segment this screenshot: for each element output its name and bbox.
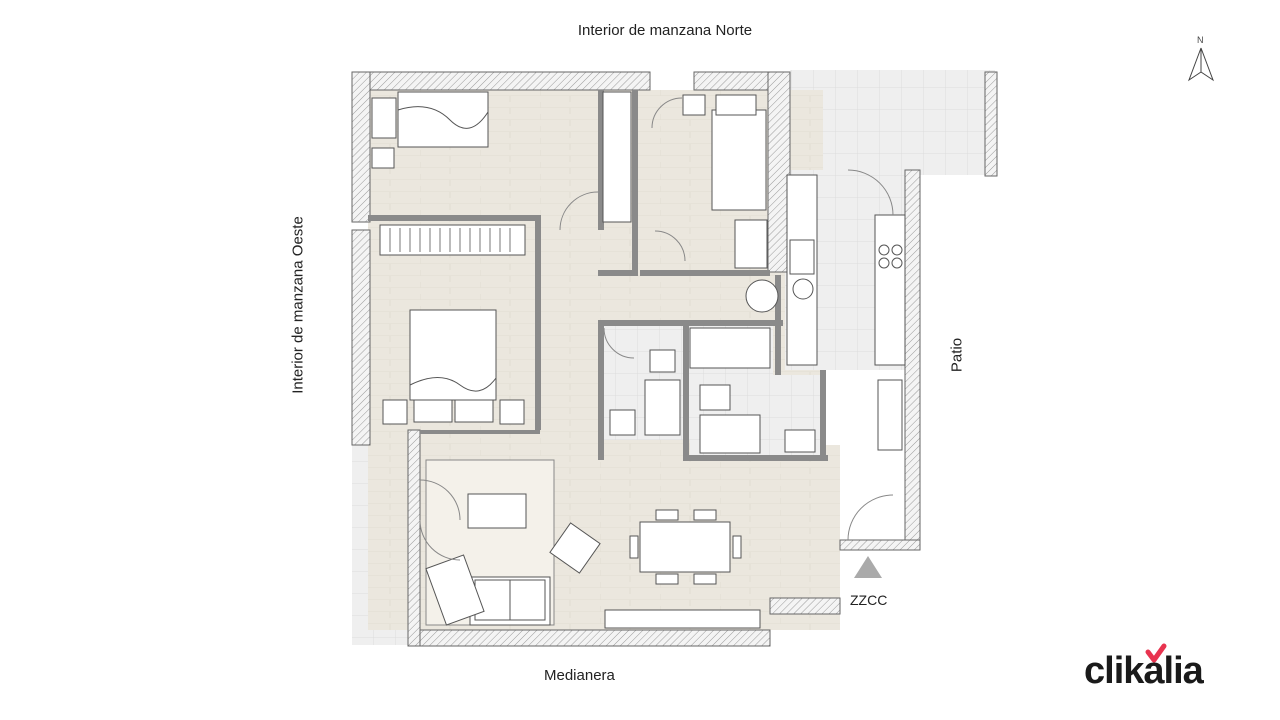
door-swings bbox=[419, 97, 894, 561]
dining-table bbox=[629, 509, 742, 585]
exterior-walls bbox=[351, 71, 998, 647]
wardrobe-bedroom-3 bbox=[379, 224, 526, 256]
entry-arrow bbox=[854, 556, 882, 578]
north-arrow-icon bbox=[1187, 47, 1215, 82]
kitchen-counter-right bbox=[874, 214, 906, 451]
sideboard bbox=[604, 609, 761, 629]
label-north: Interior de manzana Norte bbox=[577, 22, 753, 39]
compass-letter: N bbox=[1197, 35, 1204, 45]
wardrobe-bedroom-1 bbox=[602, 91, 632, 223]
label-west: Interior de manzana Oeste bbox=[289, 216, 307, 394]
sofa bbox=[425, 554, 551, 626]
bed-top-middle bbox=[682, 94, 768, 269]
coffee-table bbox=[467, 493, 527, 529]
armchair bbox=[549, 522, 601, 574]
bathroom-2-fixtures bbox=[699, 279, 816, 454]
terrace-northeast bbox=[790, 70, 995, 175]
label-entry: ZZCC bbox=[850, 592, 888, 608]
bed-top-left bbox=[371, 91, 489, 169]
label-south: Medianera bbox=[544, 667, 615, 684]
bed-master bbox=[382, 309, 525, 425]
kitchen-counter-left bbox=[786, 174, 818, 366]
interior-walls bbox=[368, 90, 828, 461]
brand-wordmark: clikalia bbox=[1084, 650, 1205, 688]
label-east: Patio bbox=[948, 337, 966, 373]
bathroom-1-fixtures bbox=[609, 327, 771, 436]
brand-check-icon bbox=[1145, 643, 1167, 663]
brand-logo: clikalia bbox=[1084, 640, 1234, 693]
